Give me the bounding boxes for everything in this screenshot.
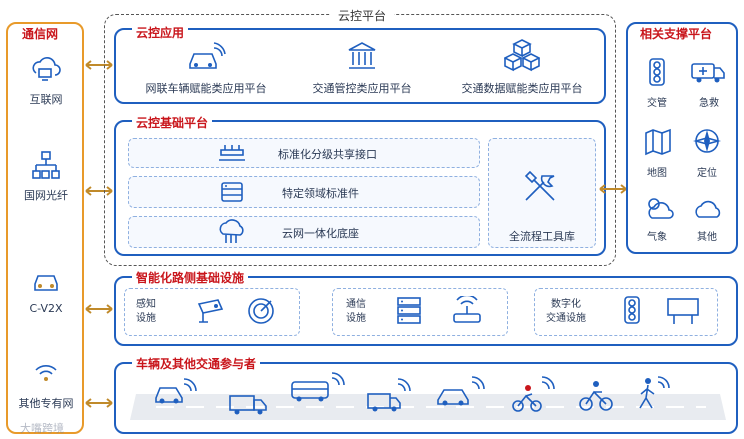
roadside-label-sensing: 感知 设施 <box>136 299 156 324</box>
server-icon <box>396 296 422 326</box>
interface-icon <box>218 142 246 164</box>
comm-network-title: 通信网 <box>22 27 59 41</box>
watermark: 大嘴跨境 <box>20 422 64 435</box>
tools-icon <box>520 166 560 206</box>
truck-icon <box>228 392 270 418</box>
comm-item-private: 其他专有网 <box>18 397 74 410</box>
wireless-icon <box>34 362 58 384</box>
roadside-group-digital <box>534 288 718 336</box>
v2x-car-icon <box>32 268 60 294</box>
cloud-base-row-2 <box>128 176 480 208</box>
cloud-apps-title: 云控应用 <box>132 24 189 41</box>
cloud-app-data: 交通数据赋能类应用平台 <box>461 82 583 95</box>
roadside-title: 智能化路侧基础设施 <box>132 269 249 286</box>
bus-icon <box>290 372 346 406</box>
traffic-title: 车辆及其他交通参与者 <box>132 355 261 372</box>
support-item-location: 定位 <box>697 168 717 179</box>
data-cubes-icon <box>504 38 540 72</box>
comm-item-internet: 互联网 <box>29 93 63 106</box>
weather-icon <box>642 194 676 222</box>
arrow-left-1 <box>84 60 114 70</box>
support-item-weather: 气象 <box>647 232 667 243</box>
motorcycle-icon <box>510 374 560 414</box>
ambulance-road-icon <box>366 376 416 416</box>
sedan-icon <box>434 372 490 408</box>
roadside-label-digital: 数字化 交通设施 <box>546 299 586 324</box>
camera-icon <box>196 296 230 326</box>
database-icon <box>218 180 246 204</box>
cloud-platform-title: 云控平台 <box>330 7 395 24</box>
support-item-map: 地图 <box>647 168 667 179</box>
arrow-left-4 <box>84 398 114 408</box>
comm-item-fiber: 国网光纤 <box>24 189 68 202</box>
cloud-app-vehicle: 网联车辆赋能类应用平台 <box>145 82 267 95</box>
support-item-police: 交管 <box>647 98 667 109</box>
car-icon-1 <box>152 376 198 406</box>
comm-item-v2x: C-V2X <box>29 302 63 315</box>
support-title: 相关支撑平台 <box>640 27 713 41</box>
map-icon <box>644 128 672 156</box>
pedestrian-icon <box>634 374 674 414</box>
road-surface <box>126 392 730 422</box>
toolbox-box <box>488 138 596 248</box>
cloud-icon <box>692 198 724 220</box>
arrow-right <box>598 184 628 194</box>
cloud-network-icon <box>216 218 246 246</box>
cloud-base-title: 云控基础平台 <box>132 114 213 131</box>
arrow-left-3 <box>84 304 114 314</box>
cloud-base-row-1-label: 标准化分级共享接口 <box>278 148 377 161</box>
cloud-base-row-3 <box>128 216 480 248</box>
support-item-other: 其他 <box>697 232 717 243</box>
government-building-icon <box>346 40 378 72</box>
network-topology-icon <box>32 150 60 180</box>
router-icon <box>452 296 482 326</box>
compass-icon <box>692 126 722 156</box>
roadside-label-comm: 通信 设施 <box>346 299 366 324</box>
signal-light-icon <box>620 296 644 326</box>
toolbox-label: 全流程工具库 <box>509 230 575 243</box>
cloud-base-row-2-label: 特定领域标准件 <box>282 187 359 200</box>
internet-icon <box>30 55 62 85</box>
bicycle-icon <box>578 374 618 414</box>
cloud-app-traffic: 交通管控类应用平台 <box>312 82 412 95</box>
traffic-light-icon <box>646 58 668 88</box>
billboard-icon <box>666 296 700 326</box>
cloud-base-row-1 <box>128 138 480 168</box>
roadside-group-sensing <box>124 288 300 336</box>
support-item-emergency: 急救 <box>699 98 719 109</box>
ambulance-icon <box>690 60 726 86</box>
arrow-left-2 <box>84 186 114 196</box>
cloud-base-row-3-label: 云网一体化底座 <box>282 227 359 240</box>
connected-car-icon <box>186 40 226 72</box>
radar-icon <box>246 296 276 326</box>
